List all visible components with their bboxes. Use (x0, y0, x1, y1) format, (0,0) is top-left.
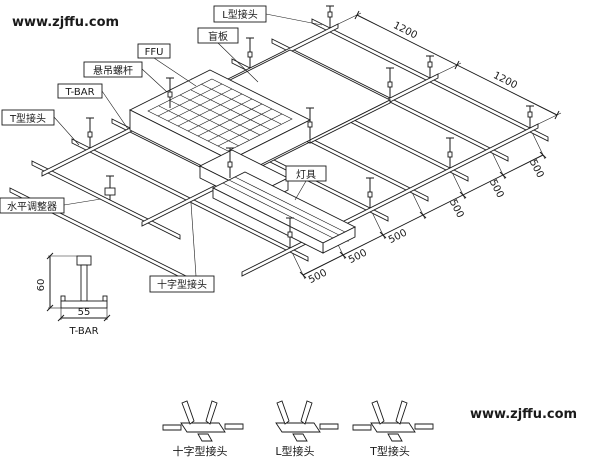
leveler-label: 水平调整器 (7, 200, 57, 213)
dim-bottom-2: 500 (347, 248, 369, 266)
cross-joint-icon (162, 400, 244, 442)
callout-ffu: FFU (137, 43, 197, 87)
hanger-rods (86, 5, 534, 248)
level-adjuster (104, 175, 116, 200)
detail-caption: T-BAR (68, 326, 98, 337)
tbar-section-detail: 60 55 T-BAR (36, 252, 111, 337)
dim-right-2: 500 (487, 178, 505, 200)
legend-l-joint-label: L型接头 (275, 444, 314, 458)
dim-right-1: 500 (527, 158, 545, 180)
callout-light-fixture: 灯具 (285, 165, 327, 201)
legend-t-joint-label: T型接头 (369, 444, 410, 458)
blind-plate-label: 盲板 (208, 30, 228, 43)
hanger-rod-label: 悬吊螺杆 (93, 65, 133, 77)
cross-joint-label: 十字型接头 (157, 278, 207, 291)
site-url-bottom: www.zjffu.com (470, 407, 577, 422)
callouts: L型接头 盲板 FFU 悬吊螺杆 T-BAR T型接头 (0, 5, 327, 293)
callout-hanger-rod: 悬吊螺杆 (83, 61, 168, 93)
legend-cross-joint-label: 十字型接头 (173, 444, 228, 458)
dim-top-1: 1200 (391, 20, 419, 41)
dim-right-3: 500 (447, 198, 465, 220)
t-joint-label: T型接头 (9, 112, 46, 125)
callout-blind-plate: 盲板 (197, 27, 259, 83)
ffu-label: FFU (145, 47, 164, 58)
callout-leveler: 水平调整器 (0, 197, 102, 214)
callout-cross-joint: 十字型接头 (149, 202, 215, 293)
joint-legend: 十字型接头 L型接头 T型接头 (162, 400, 434, 458)
detail-height-dim: 60 (36, 279, 47, 292)
detail-width-dim: 55 (78, 307, 91, 318)
dim-bottom-1: 500 (387, 228, 409, 246)
l-joint-icon (275, 400, 339, 442)
t-joint-icon (352, 400, 434, 442)
callout-t-joint: T型接头 (1, 109, 80, 146)
site-url-top: www.zjffu.com (12, 15, 119, 30)
callout-t-bar: T-BAR (57, 83, 129, 130)
l-joint-label: L型接头 (222, 8, 258, 21)
ffu-filter-mesh (147, 78, 293, 152)
light-fixture-label: 灯具 (296, 169, 316, 181)
dim-bottom-3: 500 (307, 268, 329, 286)
main-tbar-rail (31, 160, 181, 240)
light-fixture-box (211, 171, 357, 254)
t-bar-label: T-BAR (64, 87, 94, 98)
dim-top-2: 1200 (491, 70, 519, 91)
callout-l-joint: L型接头 (213, 5, 323, 26)
